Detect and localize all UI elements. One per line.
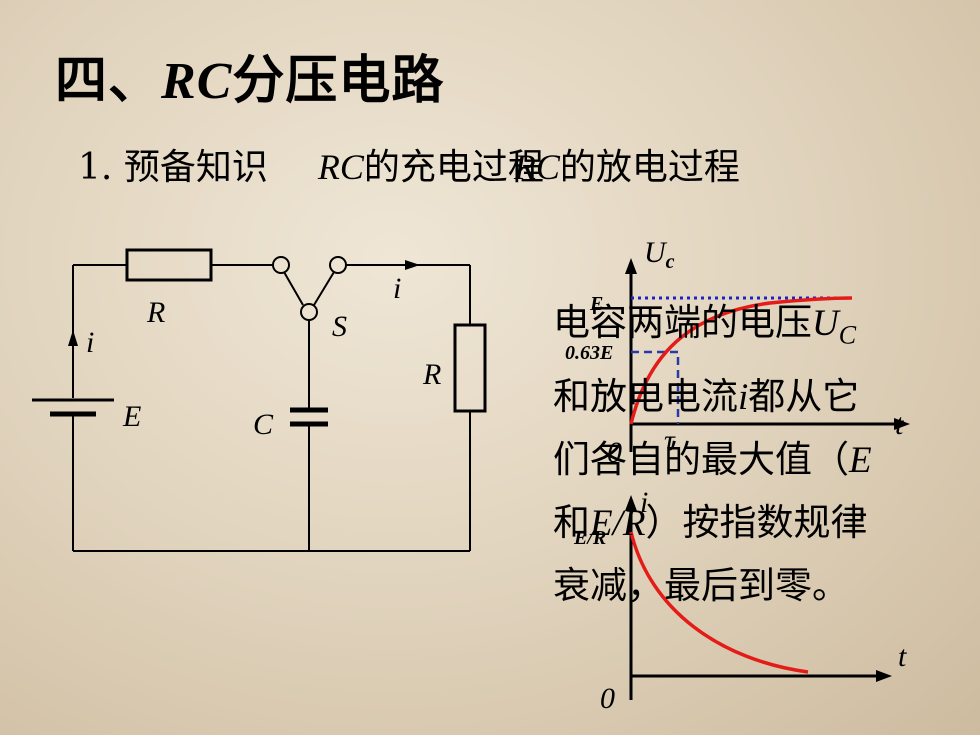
uc-x-arrow [894,418,910,430]
uc-charging-curve [629,296,853,425]
title-prefix: 四、 [55,51,162,111]
uc-tau-guide [631,350,680,424]
desc-line-3: 们各自的最大值（E [553,438,872,482]
i-discharge-curve [629,531,809,674]
desc-line-4: 和E/R）按指数规律 [553,501,868,545]
i-y-label: i [640,486,648,519]
subtitle-discharge-rc: RC [513,147,560,187]
uc-y-arrow [625,258,637,274]
label-source: E [122,400,141,433]
desc-line-5: 衰减，最后到零。 [553,564,849,608]
uc-origin-label: 0 [607,436,622,469]
subtitle-charge-text: 的充电过程 [363,147,544,188]
subtitle-discharge-text: 的放电过程 [559,147,740,188]
uc-tau-label: τ [664,424,676,457]
desc-line-2: 和放电电流i都从它 [553,375,860,419]
i-origin-label: 0 [600,682,615,715]
current-arrow-left [68,330,78,346]
desc-line-1: 电容两端的电压UC [553,301,857,350]
switch-blade-alt [313,271,335,306]
subtitle-label: 预备知识 [123,147,268,188]
label-capacitor: C [253,408,274,441]
i-start-label: E/R [573,527,606,549]
label-switch: S [332,310,347,343]
current-arrow-top [405,260,420,270]
uc-y-label: Uc [644,236,675,273]
i-x-label: t [898,640,907,673]
label-current-left: i [86,326,94,359]
i-x-arrow [876,670,892,682]
title-suffix: 分压电路 [232,51,445,111]
uc-x-label: t [895,408,904,441]
label-resistor-top: R [146,296,165,329]
switch-blade [283,271,304,306]
subtitle-charge-rc: RC [317,147,364,187]
title-rc: RC [161,53,233,110]
switch-contact-left [272,256,290,274]
label-resistor-right: R [422,358,441,391]
uc-marker-label: 0.63E [565,342,613,364]
page-title: 四、RC分压电路 [55,38,444,113]
uc-level-label: E [589,293,603,315]
i-y-arrow [625,495,637,511]
label-current-top: i [393,272,401,305]
description-text: 电容两端的电压UC 和放电电流i都从它 们各自的最大值（E 和E/R）按指数规律… [553,292,933,617]
subtitle-number: 1. [78,147,113,188]
